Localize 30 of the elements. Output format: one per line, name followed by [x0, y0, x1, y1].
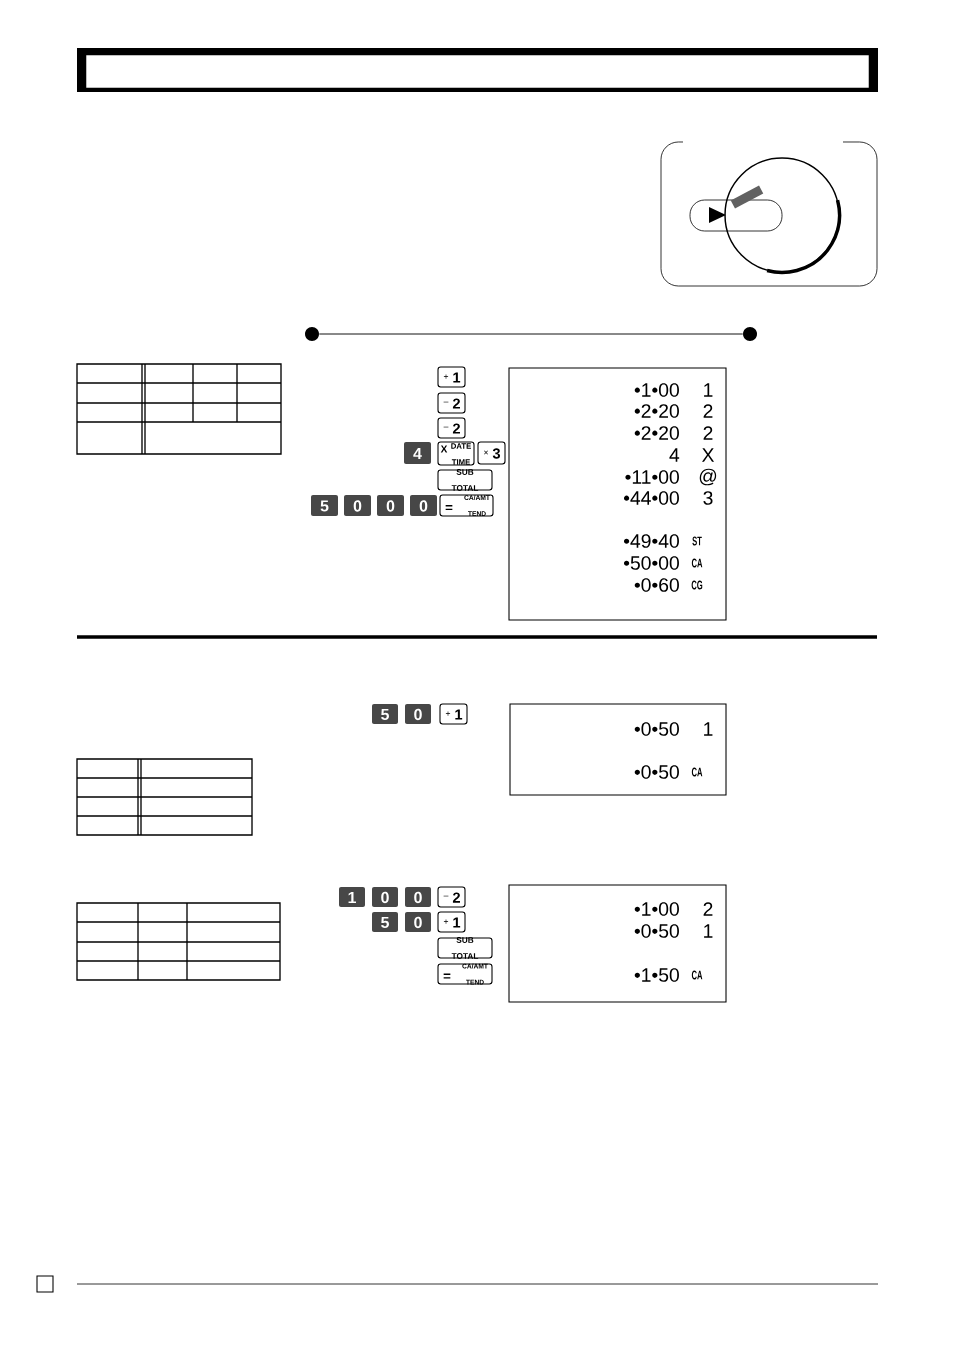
key: 0 [405, 887, 431, 907]
key: 5 [311, 495, 338, 516]
receipt-printout: •0•50 1 •0•50 CA [509, 703, 727, 796]
key: SUB TOTAL [437, 469, 493, 491]
key: 0 [372, 887, 398, 907]
key: – 2 [437, 392, 466, 414]
key: + 1 [437, 911, 466, 933]
key: – 2 [437, 886, 466, 908]
timeline-dot [305, 327, 319, 341]
empty-table [76, 758, 253, 836]
key: 0 [405, 912, 431, 932]
key: 0 [377, 495, 404, 516]
key: 0 [405, 704, 431, 724]
key: SUB TOTAL [437, 937, 493, 959]
key: 1 [339, 887, 365, 907]
key: + 1 [439, 703, 468, 725]
key: + 1 [437, 366, 466, 388]
key: 4 [404, 442, 431, 464]
empty-table [76, 902, 281, 981]
key: 5 [372, 704, 398, 724]
timeline-line [318, 333, 744, 335]
key: 0 [344, 495, 371, 516]
key: × 3 [477, 441, 506, 465]
key: 0 [410, 495, 437, 516]
receipt-printout: •1•00 2 •0•50 1 •1•50 CA [508, 884, 727, 1003]
timeline-dot [743, 327, 757, 341]
key: 5 [372, 912, 398, 932]
receipt-printout: •1•00 1 •2•20 2 •2•20 2 4 X •11•00 @ •44•00 3 •49•40 ST •50•00 CA •0•60 CG [508, 367, 727, 621]
key: – 2 [437, 417, 466, 439]
empty-table [76, 363, 282, 455]
